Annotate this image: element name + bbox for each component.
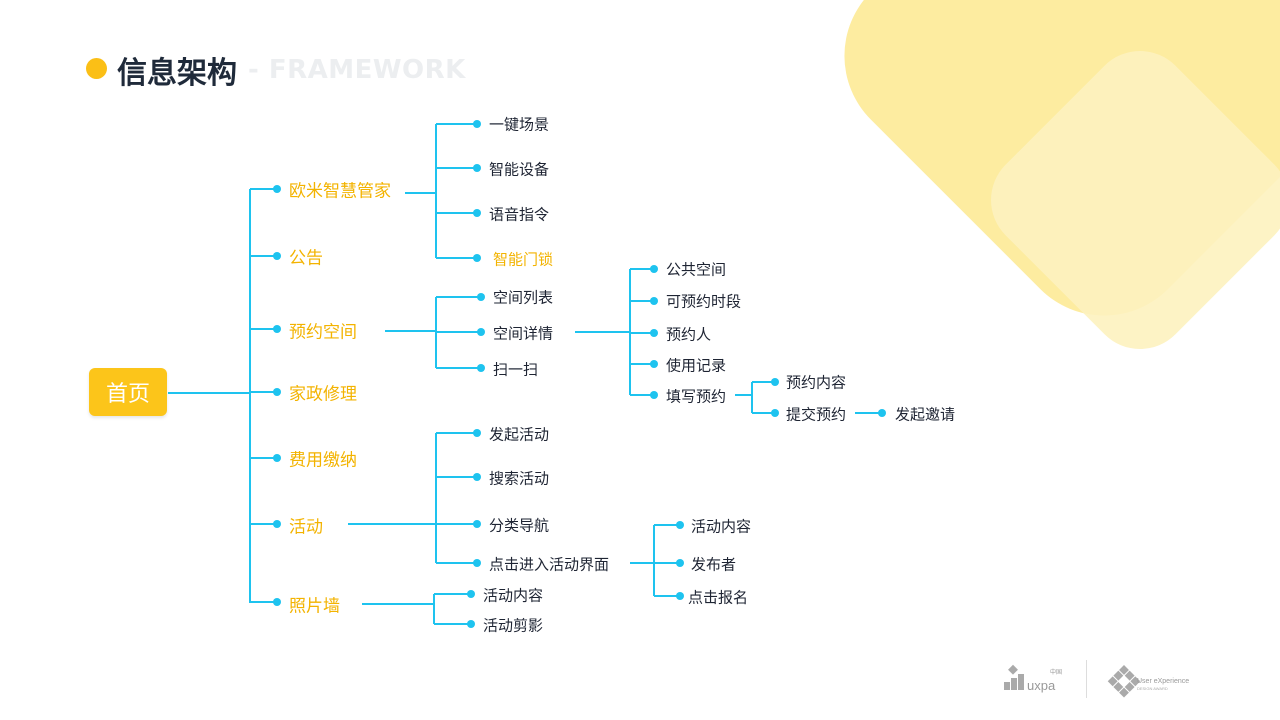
page-title: 信息架构: [117, 56, 237, 91]
node: 填写预约: [666, 387, 727, 406]
node: 空间列表: [493, 288, 554, 307]
svg-text:User eXperience: User eXperience: [1137, 678, 1189, 685]
footer-logos: uxpa 中国 User eXperience DESIGN AWARD: [1000, 660, 1200, 700]
node-housekeeping: 家政修理: [289, 384, 357, 405]
node: 活动内容: [691, 517, 752, 536]
node: 预约内容: [786, 373, 847, 392]
node-payment: 费用缴纳: [289, 450, 357, 471]
title-bullet-icon: [86, 58, 107, 79]
uxpa-logo-icon: uxpa 中国 User eXperience DESIGN AWARD: [1004, 660, 1189, 698]
page-subtitle: - FRAMEWORK: [248, 55, 466, 85]
root-node-home: 首页: [89, 368, 167, 416]
node: 发起邀请: [895, 405, 956, 424]
node: 点击进入活动界面: [489, 555, 610, 574]
node: 语音指令: [489, 205, 550, 224]
node: 点击报名: [688, 588, 749, 607]
svg-text:DESIGN AWARD: DESIGN AWARD: [1137, 686, 1168, 691]
node-smart-home: 欧米智慧管家: [289, 181, 391, 202]
node: 活动内容: [483, 586, 544, 605]
node: 提交预约: [786, 405, 847, 424]
node: 可预约时段: [666, 292, 742, 311]
node: 智能设备: [489, 160, 550, 179]
node-activity: 活动: [289, 517, 323, 538]
node: 发起活动: [489, 425, 550, 444]
node: 空间详情: [493, 324, 554, 343]
node: 使用记录: [666, 356, 727, 375]
node-notice: 公告: [289, 248, 323, 269]
node: 公共空间: [666, 260, 727, 279]
svg-text:中国: 中国: [1050, 668, 1062, 676]
node: 扫一扫: [493, 360, 539, 379]
node: 分类导航: [489, 516, 550, 535]
node: 发布者: [691, 555, 737, 574]
node: 智能门锁: [493, 250, 554, 269]
node-booking: 预约空间: [289, 322, 357, 343]
node: 活动剪影: [483, 616, 544, 635]
node-photo-wall: 照片墙: [289, 596, 340, 617]
node: 预约人: [666, 325, 712, 344]
svg-text:uxpa: uxpa: [1027, 678, 1056, 693]
node: 一键场景: [489, 115, 550, 134]
node: 搜索活动: [489, 469, 550, 488]
node-dots: [273, 120, 886, 628]
